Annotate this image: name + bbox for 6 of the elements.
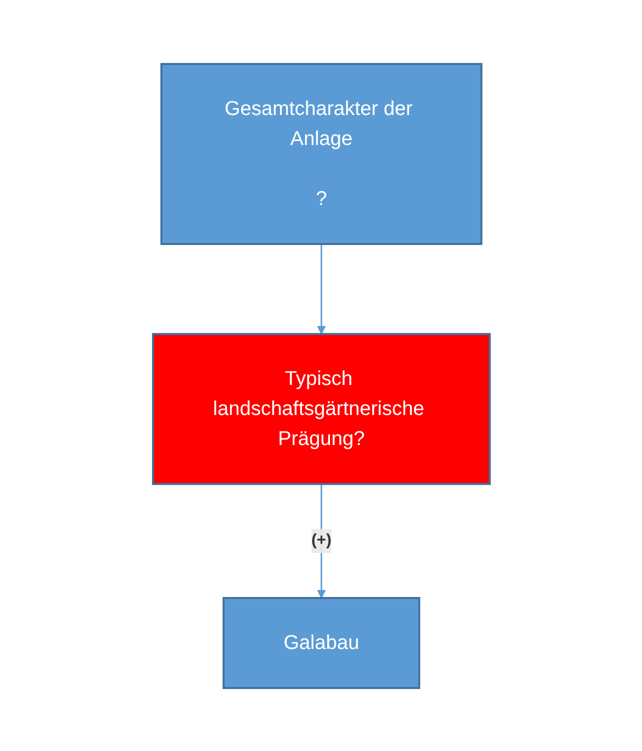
edge-label: (+) — [310, 532, 331, 548]
node-box: Typisch landschaftsgärtnerische Prägung? — [152, 332, 490, 484]
arrow — [316, 244, 326, 334]
node-box: Gesamtcharakter der Anlage ? — [160, 62, 482, 244]
node-box: Galabau — [222, 596, 420, 688]
arrow — [316, 484, 326, 598]
